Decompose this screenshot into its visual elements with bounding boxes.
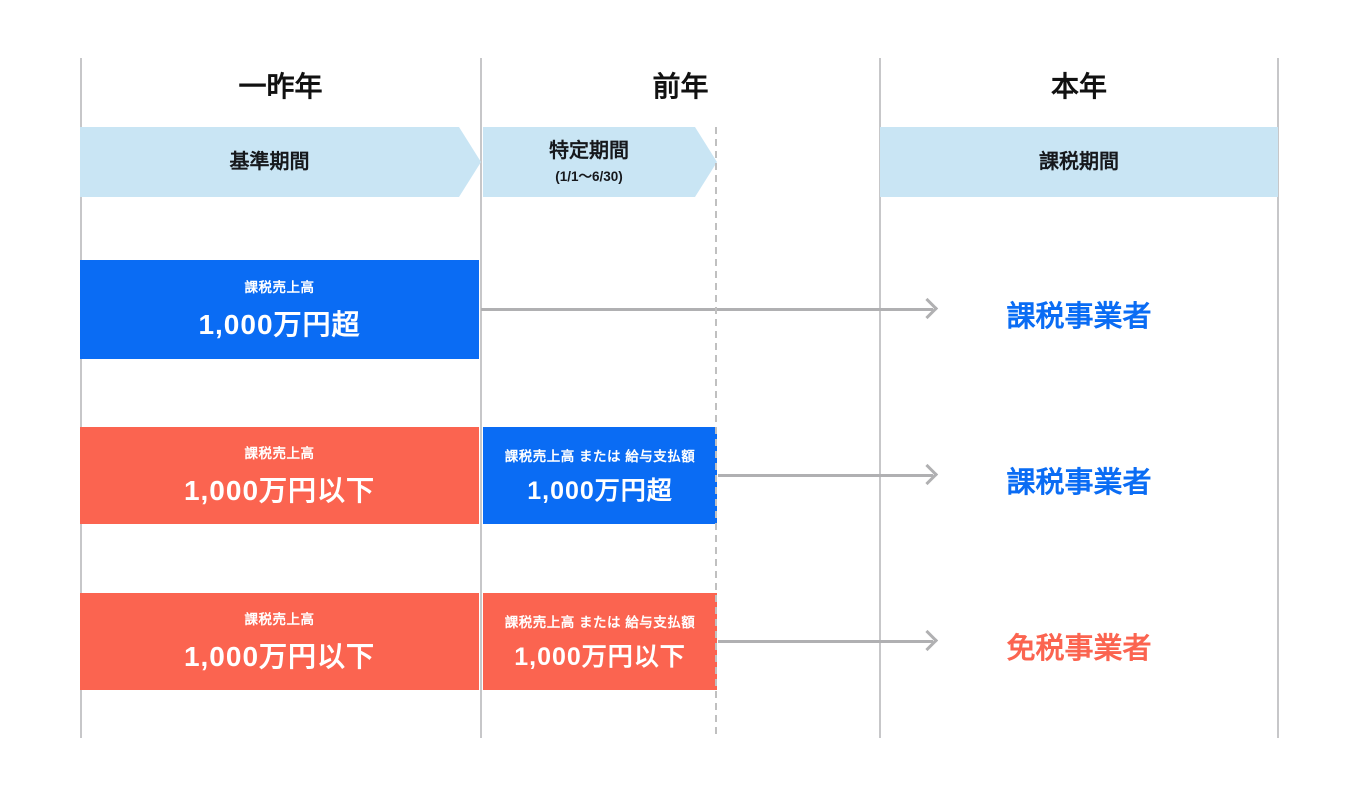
row2-base-box-value: 1,000万円以下 (183, 475, 376, 506)
row2-specific-box-value: 1,000万円超 (527, 476, 673, 505)
column-header-two-years-ago: 一昨年 (238, 71, 323, 102)
base-period-band: 基準期間 (80, 127, 481, 197)
row1-base-box-label: 課税売上高 (244, 280, 315, 295)
row2-specific-box-label: 課税売上高 または 給与支払額 (504, 448, 696, 464)
row3-arrow-shaft (718, 640, 933, 643)
row2-base-box-label: 課税売上高 (244, 446, 315, 461)
column-line-left (80, 58, 82, 738)
column-line-current-year (879, 58, 881, 738)
row3-specific-period-box: 課税売上高 または 給与支払額 1,000万円以下 (483, 593, 717, 690)
row3-base-box-label: 課税売上高 (244, 612, 315, 627)
row1-base-box-value: 1,000万円超 (198, 309, 361, 340)
row2-result-label: 課税事業者 (1006, 467, 1152, 499)
column-line-right (1277, 58, 1279, 738)
column-header-this-year: 本年 (1050, 71, 1107, 102)
specific-period-band-label: 特定期間 (549, 139, 629, 162)
row2-arrow-shaft (718, 474, 933, 477)
row1-arrow-shaft (481, 308, 933, 311)
row3-specific-box-label: 課税売上高 または 給与支払額 (504, 614, 696, 630)
specific-period-end-dashed-line (715, 127, 717, 738)
row1-base-period-box: 課税売上高 1,000万円超 (80, 260, 479, 359)
column-line-base-specific (480, 58, 482, 738)
row3-base-box-value: 1,000万円以下 (183, 641, 376, 672)
specific-period-band: 特定期間 (1/1〜6/30) (483, 127, 717, 197)
row3-arrow-connector (718, 629, 939, 652)
specific-period-band-sublabel: (1/1〜6/30) (555, 168, 623, 184)
row3-base-period-box: 課税売上高 1,000万円以下 (80, 593, 479, 690)
row3-specific-box-value: 1,000万円以下 (514, 642, 686, 671)
base-period-band-label: 基準期間 (229, 150, 310, 173)
column-header-last-year: 前年 (652, 71, 709, 102)
row1-arrow-connector (481, 297, 939, 320)
row1-result-label: 課税事業者 (1006, 301, 1152, 333)
row2-base-period-box: 課税売上高 1,000万円以下 (80, 427, 479, 524)
taxable-period-band: 課税期間 (880, 127, 1278, 197)
taxable-period-band-label: 課税期間 (1039, 150, 1119, 173)
row2-arrow-connector (718, 463, 939, 486)
row3-result-label: 免税事業者 (1006, 633, 1152, 665)
row2-specific-period-box: 課税売上高 または 給与支払額 1,000万円超 (483, 427, 717, 524)
